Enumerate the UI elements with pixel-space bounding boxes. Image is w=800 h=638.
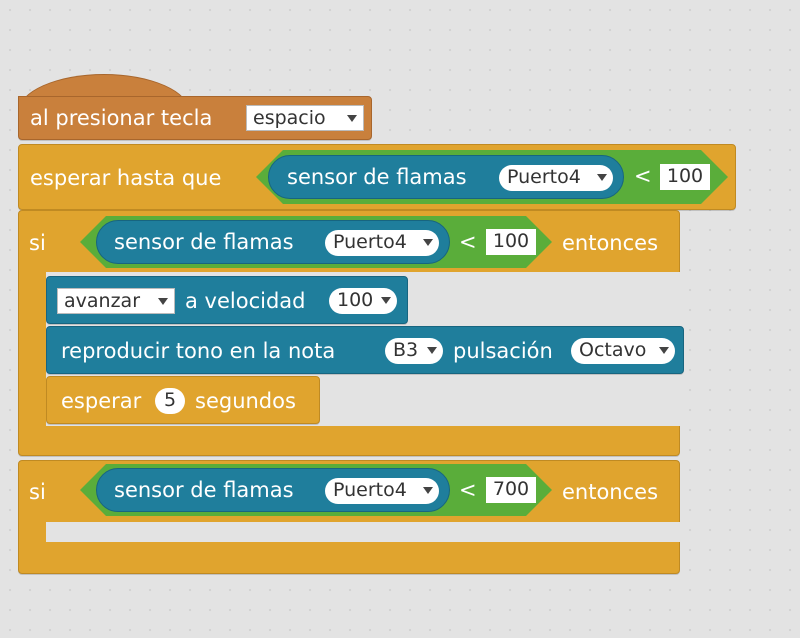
port-value: Puerto4 [333, 231, 407, 253]
threshold-input[interactable]: 100 [660, 164, 710, 190]
then-label: entonces [562, 480, 659, 504]
seconds-label: segundos [195, 389, 296, 413]
play-tone-block[interactable]: reproducir tono en la nota B3 pulsación … [46, 326, 684, 374]
pulse-value: Octavo [579, 339, 647, 361]
chevron-down-icon [597, 174, 607, 181]
flame-sensor-reporter-3[interactable]: sensor de flamas Puerto4 [96, 468, 450, 512]
chevron-down-icon [427, 347, 437, 354]
pulse-label: pulsación [453, 339, 553, 363]
wait-until-label: esperar hasta que [30, 166, 222, 190]
port-value: Puerto4 [333, 479, 407, 501]
chevron-down-icon [347, 115, 357, 122]
chevron-down-icon [381, 297, 391, 304]
then-label: entonces [562, 231, 659, 255]
chevron-down-icon [423, 239, 433, 246]
when-key-pressed-label: al presionar tecla [30, 106, 213, 130]
wait-label: esperar [61, 389, 142, 413]
when-key-pressed-block[interactable]: al presionar tecla espacio [18, 96, 372, 140]
wait-seconds-block[interactable]: esperar 5 segundos [46, 376, 320, 424]
threshold-input[interactable]: 700 [486, 477, 536, 503]
note-dropdown[interactable]: B3 [385, 338, 443, 364]
less-than-operator: < [634, 164, 652, 188]
chevron-down-icon [423, 487, 433, 494]
seconds-input[interactable]: 5 [155, 388, 185, 414]
threshold-input[interactable]: 100 [486, 229, 536, 255]
flame-sensor-label: sensor de flamas [287, 165, 467, 189]
speed-value: 100 [337, 289, 374, 311]
flame-sensor-label: sensor de flamas [114, 230, 294, 254]
port-dropdown[interactable]: Puerto4 [325, 230, 439, 256]
speed-label: a velocidad [185, 289, 306, 313]
if-label: si [29, 231, 46, 255]
direction-dropdown[interactable]: avanzar [57, 288, 175, 314]
port-value: Puerto4 [507, 166, 581, 188]
less-than-operator: < [459, 478, 477, 502]
speed-dropdown[interactable]: 100 [329, 288, 397, 314]
move-speed-block[interactable]: avanzar a velocidad 100 [46, 276, 408, 324]
port-dropdown[interactable]: Puerto4 [325, 478, 439, 504]
note-value: B3 [393, 339, 419, 361]
key-dropdown[interactable]: espacio [246, 105, 364, 131]
direction-value: avanzar [64, 290, 140, 312]
play-tone-label: reproducir tono en la nota [61, 339, 336, 363]
chevron-down-icon [659, 347, 669, 354]
flame-sensor-reporter-2[interactable]: sensor de flamas Puerto4 [96, 220, 450, 264]
chevron-down-icon [158, 298, 168, 305]
port-dropdown[interactable]: Puerto4 [499, 165, 613, 191]
if-label: si [29, 480, 46, 504]
if-block-2-mouth [46, 522, 680, 542]
less-than-operator: < [459, 230, 477, 254]
flame-sensor-label: sensor de flamas [114, 478, 294, 502]
pulse-dropdown[interactable]: Octavo [571, 338, 675, 364]
key-value: espacio [253, 107, 326, 129]
flame-sensor-reporter-1[interactable]: sensor de flamas Puerto4 [268, 155, 624, 199]
